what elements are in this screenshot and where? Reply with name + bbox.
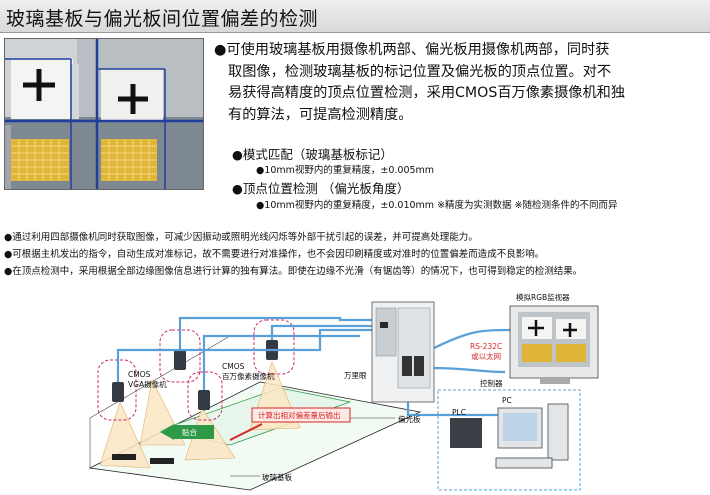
note-item: ●通过利用四部摄像机同时获取图像，可减少因振动或照明光线闪烁等外部干扰引起的误差… — [4, 232, 478, 243]
controller-label: 控制器 — [480, 379, 503, 388]
notes-list: ●通过利用四部摄像机同时获取图像，可减少因振动或照明光线闪烁等外部干扰引起的误差… — [4, 229, 708, 280]
glass-label: 玻璃基板 — [262, 473, 292, 482]
paragraph-line: 有的算法，可提高检测精度。 — [228, 106, 413, 123]
note-item: ●在顶点检测中，采用根据全部边缘图像信息进行计算的独有算法。即使在边缘不光滑（有… — [4, 266, 583, 277]
title-bar: 玻璃基板与偏光板间位置偏差的检测 — [0, 0, 710, 33]
vision-system-label: 万里眼 — [344, 371, 367, 380]
paragraph-line: 易获得高精度的顶点位置检测，采用CMOS百万像素摄像机和独 — [228, 85, 626, 101]
feature-detail-pattern: ●10mm视野内的重复精度，±0.005mm — [256, 165, 435, 176]
paragraph-line: ●可使用玻璃基板用摄像机两部、偏光板用摄像机两部，同时获 — [214, 42, 610, 58]
cam-vga-label: CMOS VGA摄像机 — [128, 370, 167, 389]
feature-item-pattern: ●模式匹配（玻璃基板标记） — [232, 147, 393, 162]
rs232-label: RS-232C 或以太网 — [470, 342, 503, 361]
pc-label: PC — [502, 396, 512, 405]
cam-mega-label: CMOS 百万像素摄像机 — [222, 362, 275, 381]
feature-detail-vertex: ●10mm视野内的重复精度，±0.010mm ※精度为实测数据 ※随检测条件的不… — [256, 200, 618, 211]
polarizer-label: 偏光板 — [398, 415, 421, 424]
monitor-label: 模拟RGB监视器 — [516, 293, 570, 302]
description-paragraph: ●可使用玻璃基板用摄像机两部、偏光板用摄像机两部，同时获 取图像，检测玻璃基板的… — [214, 40, 706, 126]
page-title: 玻璃基板与偏光板间位置偏差的检测 — [6, 8, 319, 30]
camera-view-image — [4, 38, 204, 190]
plc-label: PLC — [452, 408, 466, 417]
output-label: 计算出相对偏差量后输出 — [258, 411, 341, 420]
note-item: ●可根据主机发出的指令，自动生成对准标记，故不需要进行对准操作，也不会因印刷精度… — [4, 249, 545, 260]
paragraph-line: 取图像，检测玻璃基板的标记位置及偏光板的顶点位置。对不 — [228, 63, 612, 80]
paste-label: 贴合 — [182, 428, 197, 437]
system-diagram: 模拟RGB监视器 RS-232C 或以太网 控制器 万里眼 CMOS VGA摄像… — [0, 290, 710, 495]
feature-item-vertex: ●顶点位置检测 （偏光板角度） — [232, 181, 410, 196]
